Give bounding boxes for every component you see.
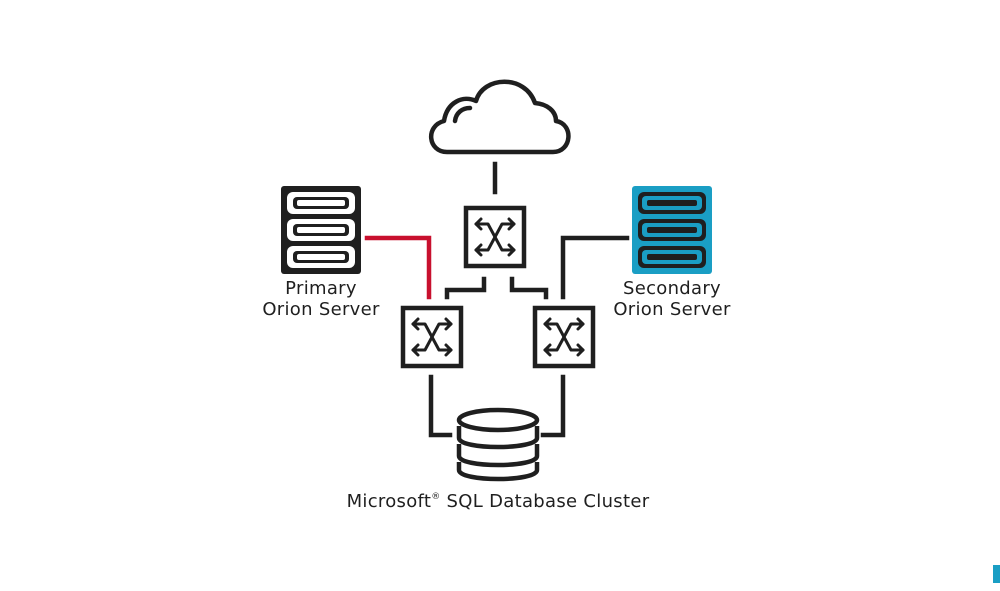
database-label: Microsoft® SQL Database Cluster bbox=[347, 491, 650, 512]
connectors bbox=[364, 161, 630, 438]
server-rack-icon bbox=[632, 186, 712, 274]
database-label-registered: ® bbox=[431, 492, 440, 502]
connector-primary-server-to-left-switch bbox=[364, 235, 432, 300]
database-icon bbox=[456, 407, 540, 482]
network-switch-icon bbox=[532, 305, 596, 369]
database-label-rest: SQL Database Cluster bbox=[441, 491, 650, 512]
secondary-server-label-line2: Orion Server bbox=[613, 299, 731, 320]
database: Microsoft® SQL Database Cluster bbox=[347, 407, 650, 512]
secondary-server: Secondary Orion Server bbox=[613, 186, 731, 320]
connector-left-switch-to-database bbox=[428, 374, 453, 438]
corner-accent-mark bbox=[993, 565, 1000, 583]
network-switch-icon bbox=[400, 305, 464, 369]
database-label-main: Microsoft bbox=[347, 491, 432, 512]
connector-right-switch-to-database bbox=[540, 374, 566, 438]
cloud-icon bbox=[428, 79, 571, 155]
connector-top-switch-to-left-switch bbox=[444, 276, 487, 300]
primary-server-label-line1: Primary bbox=[285, 278, 357, 299]
primary-server: Primary Orion Server bbox=[262, 186, 380, 320]
primary-server-label-line2: Orion Server bbox=[262, 299, 380, 320]
server-rack-icon bbox=[281, 186, 361, 274]
connector-secondary-server-to-right-switch bbox=[560, 235, 630, 300]
network-switch-icon bbox=[463, 205, 527, 269]
connector-top-switch-to-right-switch bbox=[509, 276, 549, 300]
secondary-server-label-line1: Secondary bbox=[623, 278, 721, 299]
